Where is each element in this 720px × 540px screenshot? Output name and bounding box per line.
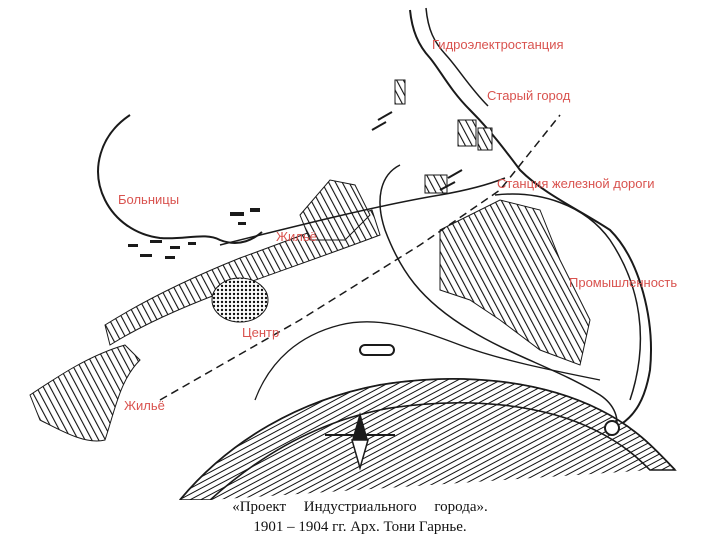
caption-line-2: 1901 – 1904 гг. Арх. Тони Гарнье. [253,519,467,535]
main-road [219,177,506,246]
label-industry: Промышленность [569,275,678,290]
loop-road [379,164,618,431]
label-hospitals: Больницы [118,192,180,207]
ring-road [254,321,601,401]
river-upper-bank [425,7,489,107]
stadium [359,344,395,356]
compass-arrow-icon [325,412,395,471]
housing-strip [104,209,381,346]
label-housing-north: Жильё [276,229,317,244]
railway-line [159,114,561,401]
old-town-marks [371,111,463,191]
housing-south [29,344,141,442]
map-caption: «Проект Индустриального города». 1901 – … [0,497,720,537]
label-old-town: Старый город [487,88,571,103]
river-upper [409,9,652,426]
dam-icon [604,420,620,436]
center-area [211,277,269,323]
city-plan-map [29,7,677,500]
industry-boundary [494,193,642,401]
embankment-fill [179,378,677,500]
hospital-boundary [97,114,263,244]
hospital-buildings [128,208,260,259]
label-center: Центр [242,325,280,340]
industry-zone [439,199,591,366]
label-hydro-station: Гидроэлектростанция [432,37,564,52]
label-railway-station: Станция железной дороги [497,176,655,191]
caption-line-1: «Проект Индустриального города». [232,499,488,515]
old-town-blocks [394,79,493,194]
housing-blocks-north [299,179,371,241]
label-housing-south: Жильё [124,398,165,413]
